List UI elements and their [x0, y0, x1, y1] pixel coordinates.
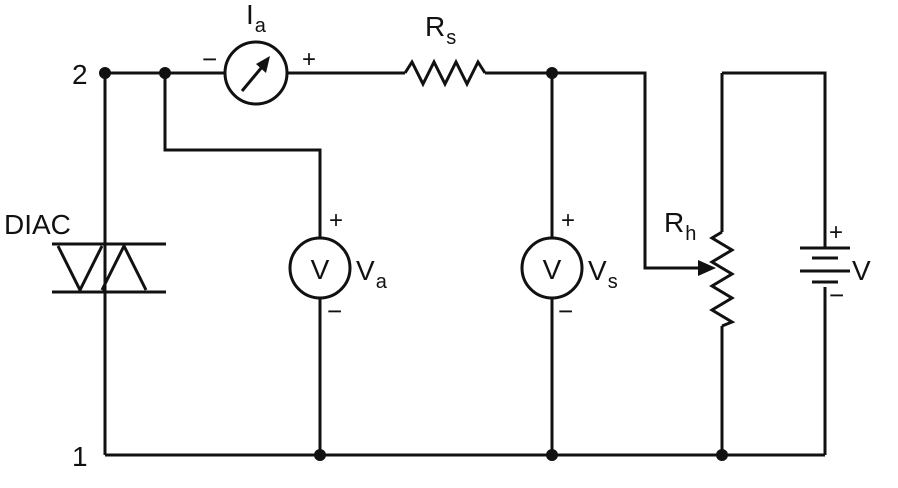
resistor-rs: [403, 58, 487, 88]
va-label: Va: [356, 255, 388, 293]
ammeter-minus-sign: −: [202, 44, 217, 74]
vs-plus-sign: +: [561, 207, 575, 234]
junction-vs-top: [546, 67, 558, 79]
rh-label: Rh: [664, 207, 696, 245]
ammeter-label: Ia: [246, 0, 267, 37]
junction-vs-bottom: [546, 449, 558, 461]
battery-plus-sign: +: [829, 219, 843, 246]
voltmeter-vs-symbol: V: [543, 254, 562, 285]
vs-minus-sign: −: [558, 296, 573, 326]
ammeter-needle-icon: [256, 56, 270, 73]
ammeter-plus-sign: +: [302, 46, 316, 73]
junction-rh-bottom: [716, 449, 728, 461]
battery-label: V: [852, 255, 871, 286]
voltmeter-va-symbol: V: [311, 254, 330, 285]
ammeter: [223, 40, 289, 106]
junction-va-top: [159, 67, 171, 79]
diac-symbol: [52, 242, 166, 294]
node-1-label: 1: [72, 441, 88, 472]
junction-node-2: [99, 67, 111, 79]
node-2-label: 2: [72, 59, 88, 90]
rheostat-wiper-arrow: [698, 260, 716, 276]
voltmeter-va: V: [288, 236, 352, 300]
voltmeter-vs: V: [520, 236, 584, 300]
rs-label: Rs: [425, 11, 456, 49]
junction-va-bottom: [314, 449, 326, 461]
wire-top-right: [722, 71, 827, 248]
diac-label: DIAC: [4, 209, 71, 240]
battery-minus-sign: −: [829, 280, 844, 310]
va-plus-sign: +: [329, 207, 343, 234]
wire-top-rs-right: [485, 71, 700, 270]
battery-symbol: [800, 246, 850, 284]
va-minus-sign: −: [327, 296, 342, 326]
resistor-rh: [709, 230, 736, 328]
wire-va-branch: [163, 73, 322, 238]
vs-label: Vs: [588, 255, 618, 293]
